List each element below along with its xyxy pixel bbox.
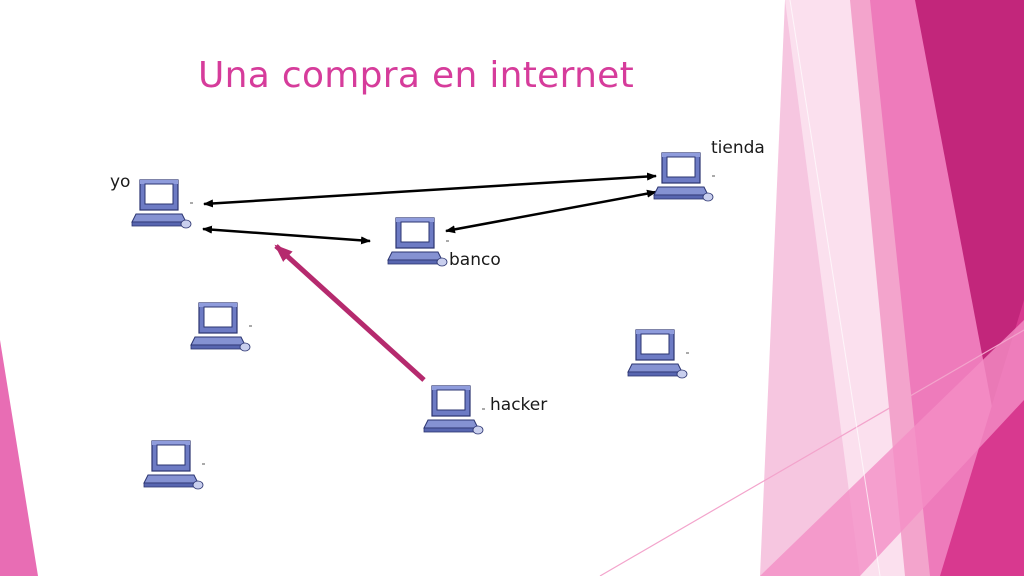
thin-line-lower [599, 329, 1024, 576]
arrow-yo-banco [202, 225, 371, 245]
computer-hacker-icon [423, 385, 486, 435]
node-label-tienda: tienda [711, 138, 765, 158]
left-edge-decoration [0, 340, 38, 576]
computer-other-2-icon [627, 329, 690, 379]
computer-other-3-icon [143, 440, 206, 490]
arrow-yo-tienda [203, 172, 657, 208]
node-label-banco: banco [449, 250, 501, 270]
right-facet-pale [785, 0, 905, 576]
computer-yo-icon [131, 179, 194, 229]
slide-title: Una compra en internet [198, 55, 635, 96]
right-facet-lower [760, 320, 1024, 576]
node-label-hacker: hacker [490, 395, 548, 415]
arrow-hacker-attack [274, 244, 426, 382]
node-label-yo: yo [110, 172, 131, 192]
computer-other-1-icon [190, 302, 253, 352]
computer-banco-icon [387, 217, 450, 267]
arrow-banco-tienda [445, 189, 657, 234]
thin-line-upper [789, 0, 881, 576]
computer-tienda-icon [653, 152, 716, 202]
